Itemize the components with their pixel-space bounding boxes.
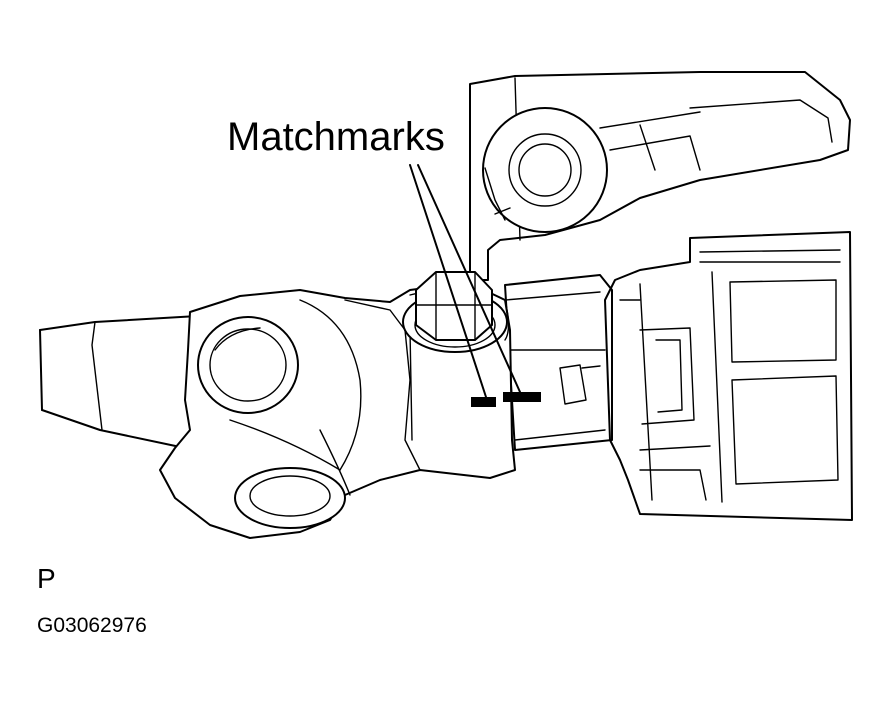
callout-leaders bbox=[409, 164, 521, 398]
view-letter: P bbox=[37, 563, 56, 594]
matchmark-right bbox=[503, 392, 541, 402]
matchmark-bars bbox=[471, 392, 541, 407]
universal-joint-yoke bbox=[159, 285, 516, 539]
lower-shaft bbox=[39, 314, 216, 449]
figure-code: G03062976 bbox=[37, 614, 147, 637]
shaft-collar bbox=[504, 274, 613, 451]
pinch-bolt bbox=[402, 271, 508, 353]
callout-label: Matchmarks bbox=[227, 115, 445, 159]
matchmark-left bbox=[471, 397, 496, 407]
gear-housing bbox=[604, 231, 853, 521]
upper-bracket bbox=[469, 71, 851, 281]
